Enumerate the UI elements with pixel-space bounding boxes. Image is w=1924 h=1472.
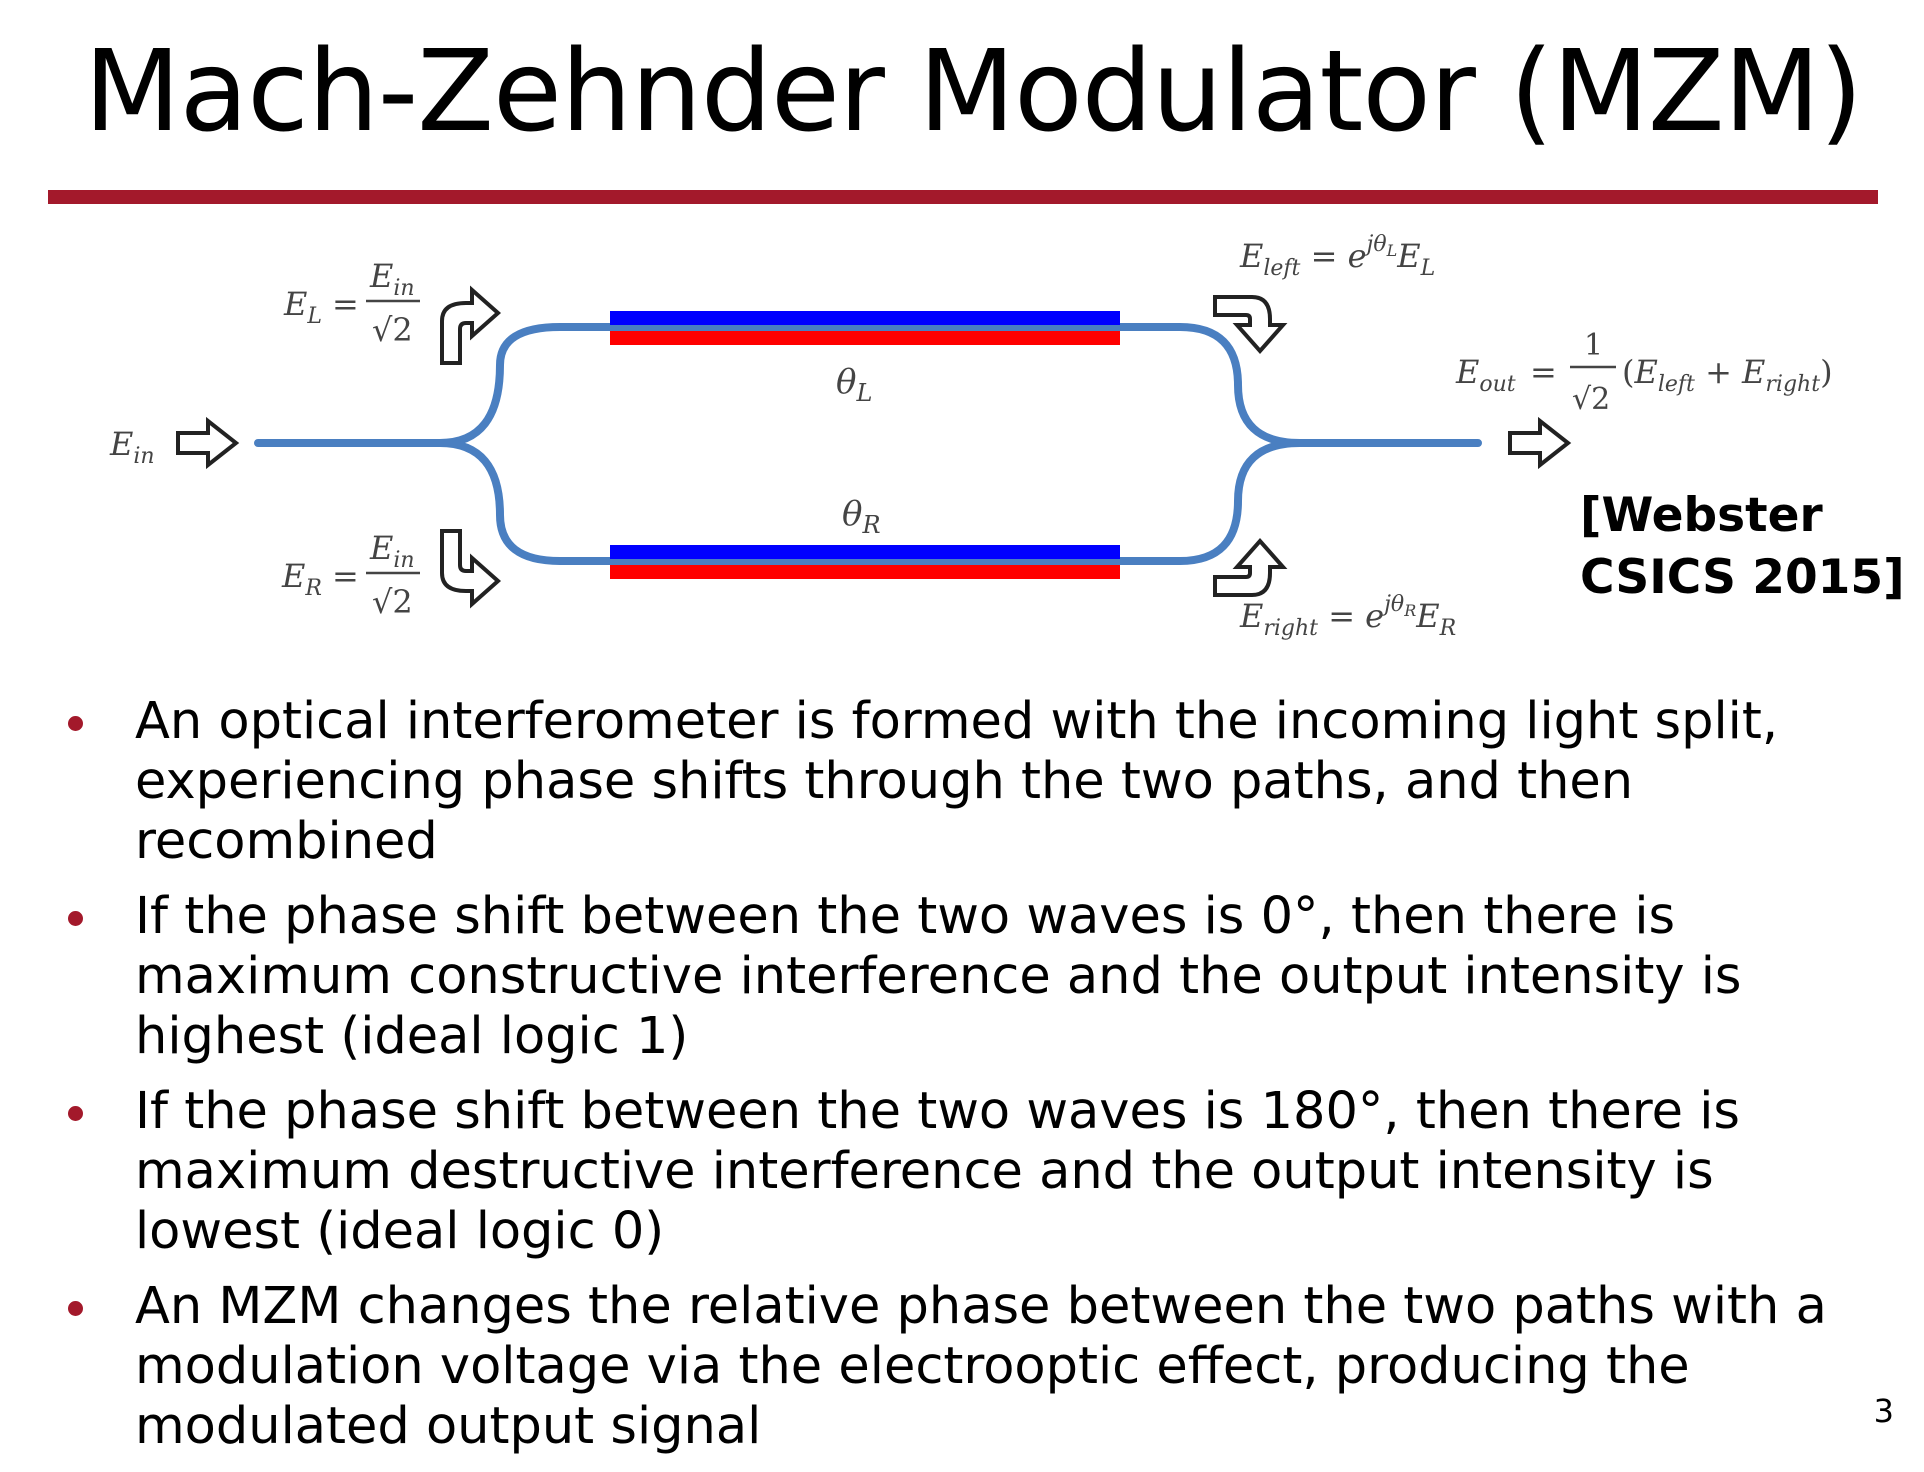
svg-text:Ein: Ein: [369, 257, 415, 301]
svg-text:EL: EL: [283, 285, 322, 329]
svg-text:√2: √2: [372, 583, 413, 621]
bullet-text: If the phase shift between the two waves…: [135, 1082, 1740, 1261]
svg-text:√2: √2: [1572, 382, 1610, 417]
upper-electrode-red: [610, 331, 1120, 345]
lower-electrode-red: [610, 565, 1120, 579]
bullet-item: If the phase shift between the two waves…: [60, 1082, 1880, 1262]
waveguide-paths: [254, 323, 1482, 565]
input-waveguide: [254, 323, 1482, 447]
citation: [Webster CSICS 2015]: [1580, 485, 1905, 609]
bullet-item: An optical interferometer is formed with…: [60, 692, 1880, 872]
svg-text:1: 1: [1584, 328, 1603, 363]
bullet-list: An optical interferometer is formed with…: [60, 692, 1880, 1472]
bullet-text: If the phase shift between the two waves…: [135, 887, 1742, 1066]
bullet-item: If the phase shift between the two waves…: [60, 887, 1880, 1067]
e-r-formula: ER = Ein √2: [281, 529, 420, 621]
citation-line-2: CSICS 2015]: [1580, 550, 1905, 605]
upper-electrode-blue: [610, 311, 1120, 325]
page-number: 3: [1873, 1392, 1894, 1430]
svg-text:=: =: [332, 285, 359, 323]
bullet-dot-icon: [68, 716, 83, 731]
theta-l-label: θL: [836, 362, 872, 407]
bullet-dot-icon: [68, 1301, 83, 1316]
slide-title: Mach-Zehnder Modulator (MZM): [84, 27, 1863, 157]
bullet-text: An optical interferometer is formed with…: [135, 692, 1779, 871]
svg-text:Ein: Ein: [369, 529, 415, 573]
e-right-formula: Eright = ejθRER: [1239, 592, 1456, 641]
title-divider: [48, 190, 1878, 204]
svg-text:=: =: [1530, 353, 1557, 391]
bullet-item: An MZM changes the relative phase betwee…: [60, 1277, 1880, 1457]
svg-text:(Eleft + Eright): (Eleft + Eright): [1622, 353, 1833, 397]
bullet-dot-icon: [68, 911, 83, 926]
mzm-diagram: Ein EL = Ein √2 ER = Ein √2 θL θR Eleft …: [109, 232, 1833, 641]
citation-line-1: [Webster: [1580, 488, 1823, 543]
e-out-formula: Eout = 1 √2 (Eleft + Eright): [1455, 328, 1833, 417]
lower-waveguide: [436, 439, 1304, 565]
svg-text:√2: √2: [372, 311, 413, 349]
curved-down-right-arrow-icon: [440, 529, 502, 609]
e-l-formula: EL = Ein √2: [283, 257, 420, 349]
bullet-text: An MZM changes the relative phase betwee…: [135, 1277, 1827, 1456]
input-arrow-icon: [176, 416, 240, 470]
e-in-label: Ein: [109, 425, 155, 469]
curved-up-right-arrow-icon: [440, 285, 502, 365]
svg-text:Eout: Eout: [1455, 353, 1516, 397]
curved-right-down-arrow-icon: [1213, 295, 1288, 355]
theta-r-label: θR: [842, 494, 881, 539]
svg-text:=: =: [332, 557, 359, 595]
e-left-formula: Eleft = ejθLEL: [1239, 232, 1435, 281]
output-arrow-icon: [1508, 416, 1572, 470]
lower-electrode-blue: [610, 545, 1120, 559]
svg-text:ER: ER: [281, 557, 322, 601]
curved-right-up-arrow-icon: [1213, 537, 1288, 597]
bullet-dot-icon: [68, 1106, 83, 1121]
